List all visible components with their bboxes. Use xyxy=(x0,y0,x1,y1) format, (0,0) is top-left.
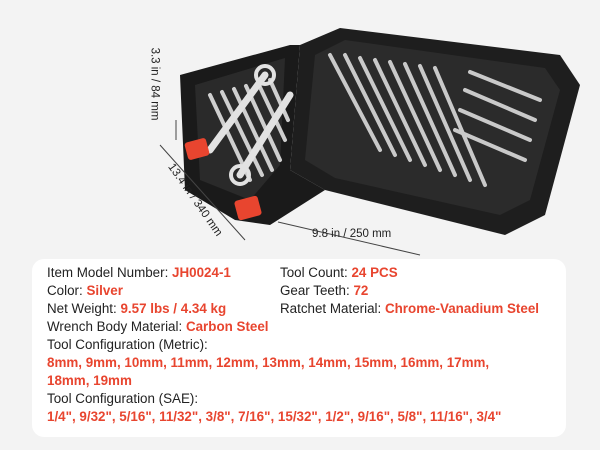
spec-label: Item Model Number: xyxy=(47,265,169,280)
spec-model: Item Model Number: JH0024-1 xyxy=(47,264,231,282)
spec-value: 24 PCS xyxy=(351,265,398,280)
loose-wrenches xyxy=(206,71,294,179)
spec-metric-values-1: 8mm, 9mm, 10mm, 11mm, 12mm, 13mm, 14mm, … xyxy=(47,355,490,370)
spec-value: 9.57 lbs / 4.34 kg xyxy=(120,301,227,316)
spec-value: Chrome-Vanadium Steel xyxy=(384,301,539,316)
spec-label: Tool Count: xyxy=(280,265,348,280)
spec-color: Color: Silver xyxy=(47,282,123,300)
spec-value: Silver xyxy=(86,283,123,298)
spec-label: Ratchet Material: xyxy=(280,301,382,316)
wrench-set-case-image xyxy=(159,28,580,256)
spec-net-weight: Net Weight: 9.57 lbs / 4.34 kg xyxy=(47,300,226,318)
spec-sae-label: Tool Configuration (SAE): xyxy=(47,391,199,406)
spec-value: 72 xyxy=(353,283,369,298)
spec-label: Net Weight: xyxy=(47,301,117,316)
spec-body-material: Wrench Body Material: Carbon Steel xyxy=(47,318,269,336)
latch-bottom xyxy=(234,195,262,221)
wrench-row-lid xyxy=(328,53,542,187)
spec-sae-values: 1/4", 9/32", 5/16", 11/32", 3/8", 7/16",… xyxy=(47,409,502,424)
width-dimension: 9.8 in / 250 mm xyxy=(312,228,392,240)
spec-metric-values-2: 18mm, 19mm xyxy=(47,373,132,388)
spec-gear-teeth: Gear Teeth: 72 xyxy=(280,282,368,300)
latch-top xyxy=(184,138,210,160)
spec-label: Wrench Body Material: xyxy=(47,319,183,334)
spec-ratchet-material: Ratchet Material: Chrome-Vanadium Steel xyxy=(280,300,539,318)
spec-value: Carbon Steel xyxy=(185,319,269,334)
spec-tool-count: Tool Count: 24 PCS xyxy=(280,264,398,282)
spec-metric-label: Tool Configuration (Metric): xyxy=(47,337,208,352)
spec-card: Item Model Number: JH0024-1 Tool Count: … xyxy=(32,259,566,437)
spec-value: JH0024-1 xyxy=(172,265,231,280)
spec-label: Color: xyxy=(47,283,83,298)
height-dimension: 3.3 in / 84 mm xyxy=(148,47,161,121)
spec-label: Gear Teeth: xyxy=(280,283,350,298)
